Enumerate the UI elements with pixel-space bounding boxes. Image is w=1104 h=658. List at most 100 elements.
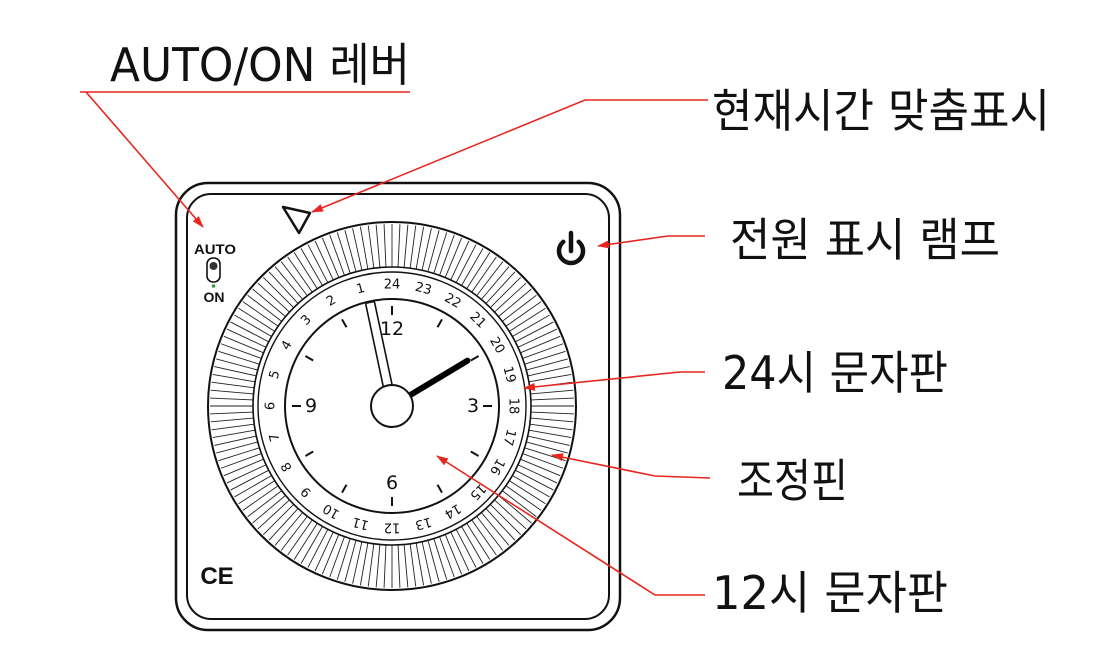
dial-24h-number: 10 [321, 500, 343, 521]
dial-12h-leader-line [436, 455, 705, 596]
adjustment-pin [494, 499, 527, 530]
adjustment-pin [515, 469, 554, 491]
adjustment-pin [397, 224, 401, 268]
center-hub [370, 384, 414, 428]
label-dial-24h: 24시 문자판 [722, 346, 948, 400]
device-outer-frame [174, 181, 622, 632]
adjustment-pin [520, 458, 561, 477]
adjustment-pin [517, 328, 558, 348]
adjustment-pin [367, 543, 375, 587]
adjustment-pin [242, 485, 279, 511]
adjustment-pin [234, 475, 272, 498]
adjustment-pin [508, 307, 546, 332]
dial-12h-number: 3 [467, 395, 479, 417]
adjustment-pin [427, 230, 440, 272]
adjust-pins-leader-line [551, 453, 711, 479]
label-dial-12h: 12시 문자판 [712, 566, 948, 620]
adjustment-pin [421, 228, 432, 271]
adjustment-pin [344, 540, 357, 582]
adjustment-pin [329, 234, 345, 276]
adjustment-pin [502, 490, 537, 518]
adjustment-pin [226, 328, 267, 348]
adjustment-pin [321, 237, 340, 278]
dial-12h-tick [436, 318, 443, 328]
adjustment-pin [268, 271, 299, 304]
adjustment-pin [397, 544, 401, 588]
label-current-time-mark: 현재시간 맞춤표시 [712, 84, 1050, 138]
adjustment-pin [522, 343, 564, 359]
adjustment-pin [489, 276, 522, 309]
adjustment-pin [220, 453, 262, 469]
adjustment-pin [421, 541, 432, 584]
adjustment-pin [336, 232, 351, 274]
adjustment-pin [210, 417, 254, 423]
leader-lines [80, 91, 711, 596]
adjustment-pin [409, 543, 417, 587]
adjustment-pin [230, 321, 269, 343]
callout-labels: AUTO/ON 레버 현재시간 맞춤표시 전원 표시 램프 24시 문자판 조정… [110, 38, 1050, 620]
adjustment-pin [471, 519, 497, 556]
adjustment-pin [526, 358, 568, 371]
adjustment-pin [528, 429, 572, 439]
adjustment-pin [210, 389, 254, 395]
dial-24h-number: 11 [351, 513, 371, 532]
adjustment-pin [314, 531, 334, 572]
adjustment-pin [444, 237, 463, 278]
adjustment-pin [257, 499, 290, 530]
auto-on-leader-line [85, 91, 204, 228]
adjustment-pin [359, 542, 369, 586]
label-auto-on-lever: AUTO/ON 레버 [110, 38, 410, 92]
adjustment-pin [481, 512, 510, 546]
adjustment-pin [210, 397, 254, 401]
adjustment-pin [439, 234, 455, 276]
dial-24h-number: 16 [486, 456, 507, 478]
adjustment-pin [409, 225, 417, 269]
adjustment-pin [527, 366, 570, 377]
adjustment-pin [455, 529, 477, 568]
adjustment-pin [471, 256, 497, 293]
dial-12h-number: 9 [305, 395, 317, 417]
adjustment-pin [450, 240, 470, 281]
adjustment-pin [268, 508, 299, 541]
time-mark-leader-line [311, 99, 708, 213]
adjustment-pin [375, 544, 381, 588]
adjustment-pin [238, 480, 276, 505]
dial-12h-edge [284, 298, 500, 514]
adjustment-pin [280, 516, 308, 551]
adjustment-pin [257, 282, 290, 313]
dial-24h-number: 17 [499, 427, 518, 447]
adjustment-pin [218, 350, 260, 365]
adjustment-pin [220, 343, 262, 359]
dial-12h-ticks [292, 306, 492, 506]
label-adjust-pins: 조정핀 [737, 454, 848, 508]
adjustment-pin [211, 423, 255, 431]
adjustment-pin [466, 252, 491, 290]
adjustment-pin [214, 435, 257, 446]
adjustment-pin [262, 503, 295, 536]
adjustment-pin [530, 417, 574, 423]
adjustment-pin [520, 335, 561, 354]
adjustment-pin [403, 224, 409, 268]
adjustment-pin [367, 225, 375, 269]
adjustment-pin [210, 411, 254, 415]
adjustment-pin [247, 490, 282, 518]
adjustment-pin [530, 397, 574, 401]
adjustment-pin [307, 244, 329, 283]
dial-24h-number: 6 [264, 402, 279, 410]
adjustment-pin [527, 435, 570, 446]
dial-24h-number: 13 [413, 513, 433, 532]
adjustment-pin [383, 544, 387, 588]
power-lamp-leader-line [597, 235, 705, 249]
adjustment-pin [307, 529, 329, 568]
adjustment-pin [489, 503, 522, 536]
adjustment-pin [485, 271, 516, 304]
adjustment-pin [344, 230, 357, 272]
dial-12h-tick [304, 355, 314, 362]
adjustment-pin [403, 544, 409, 588]
adjustment-pin [234, 314, 272, 337]
adjustment-pin [329, 536, 345, 578]
dial-24h-number: 14 [442, 500, 464, 521]
adjustment-pin [522, 453, 564, 469]
dial-24h-number: 7 [267, 431, 284, 443]
